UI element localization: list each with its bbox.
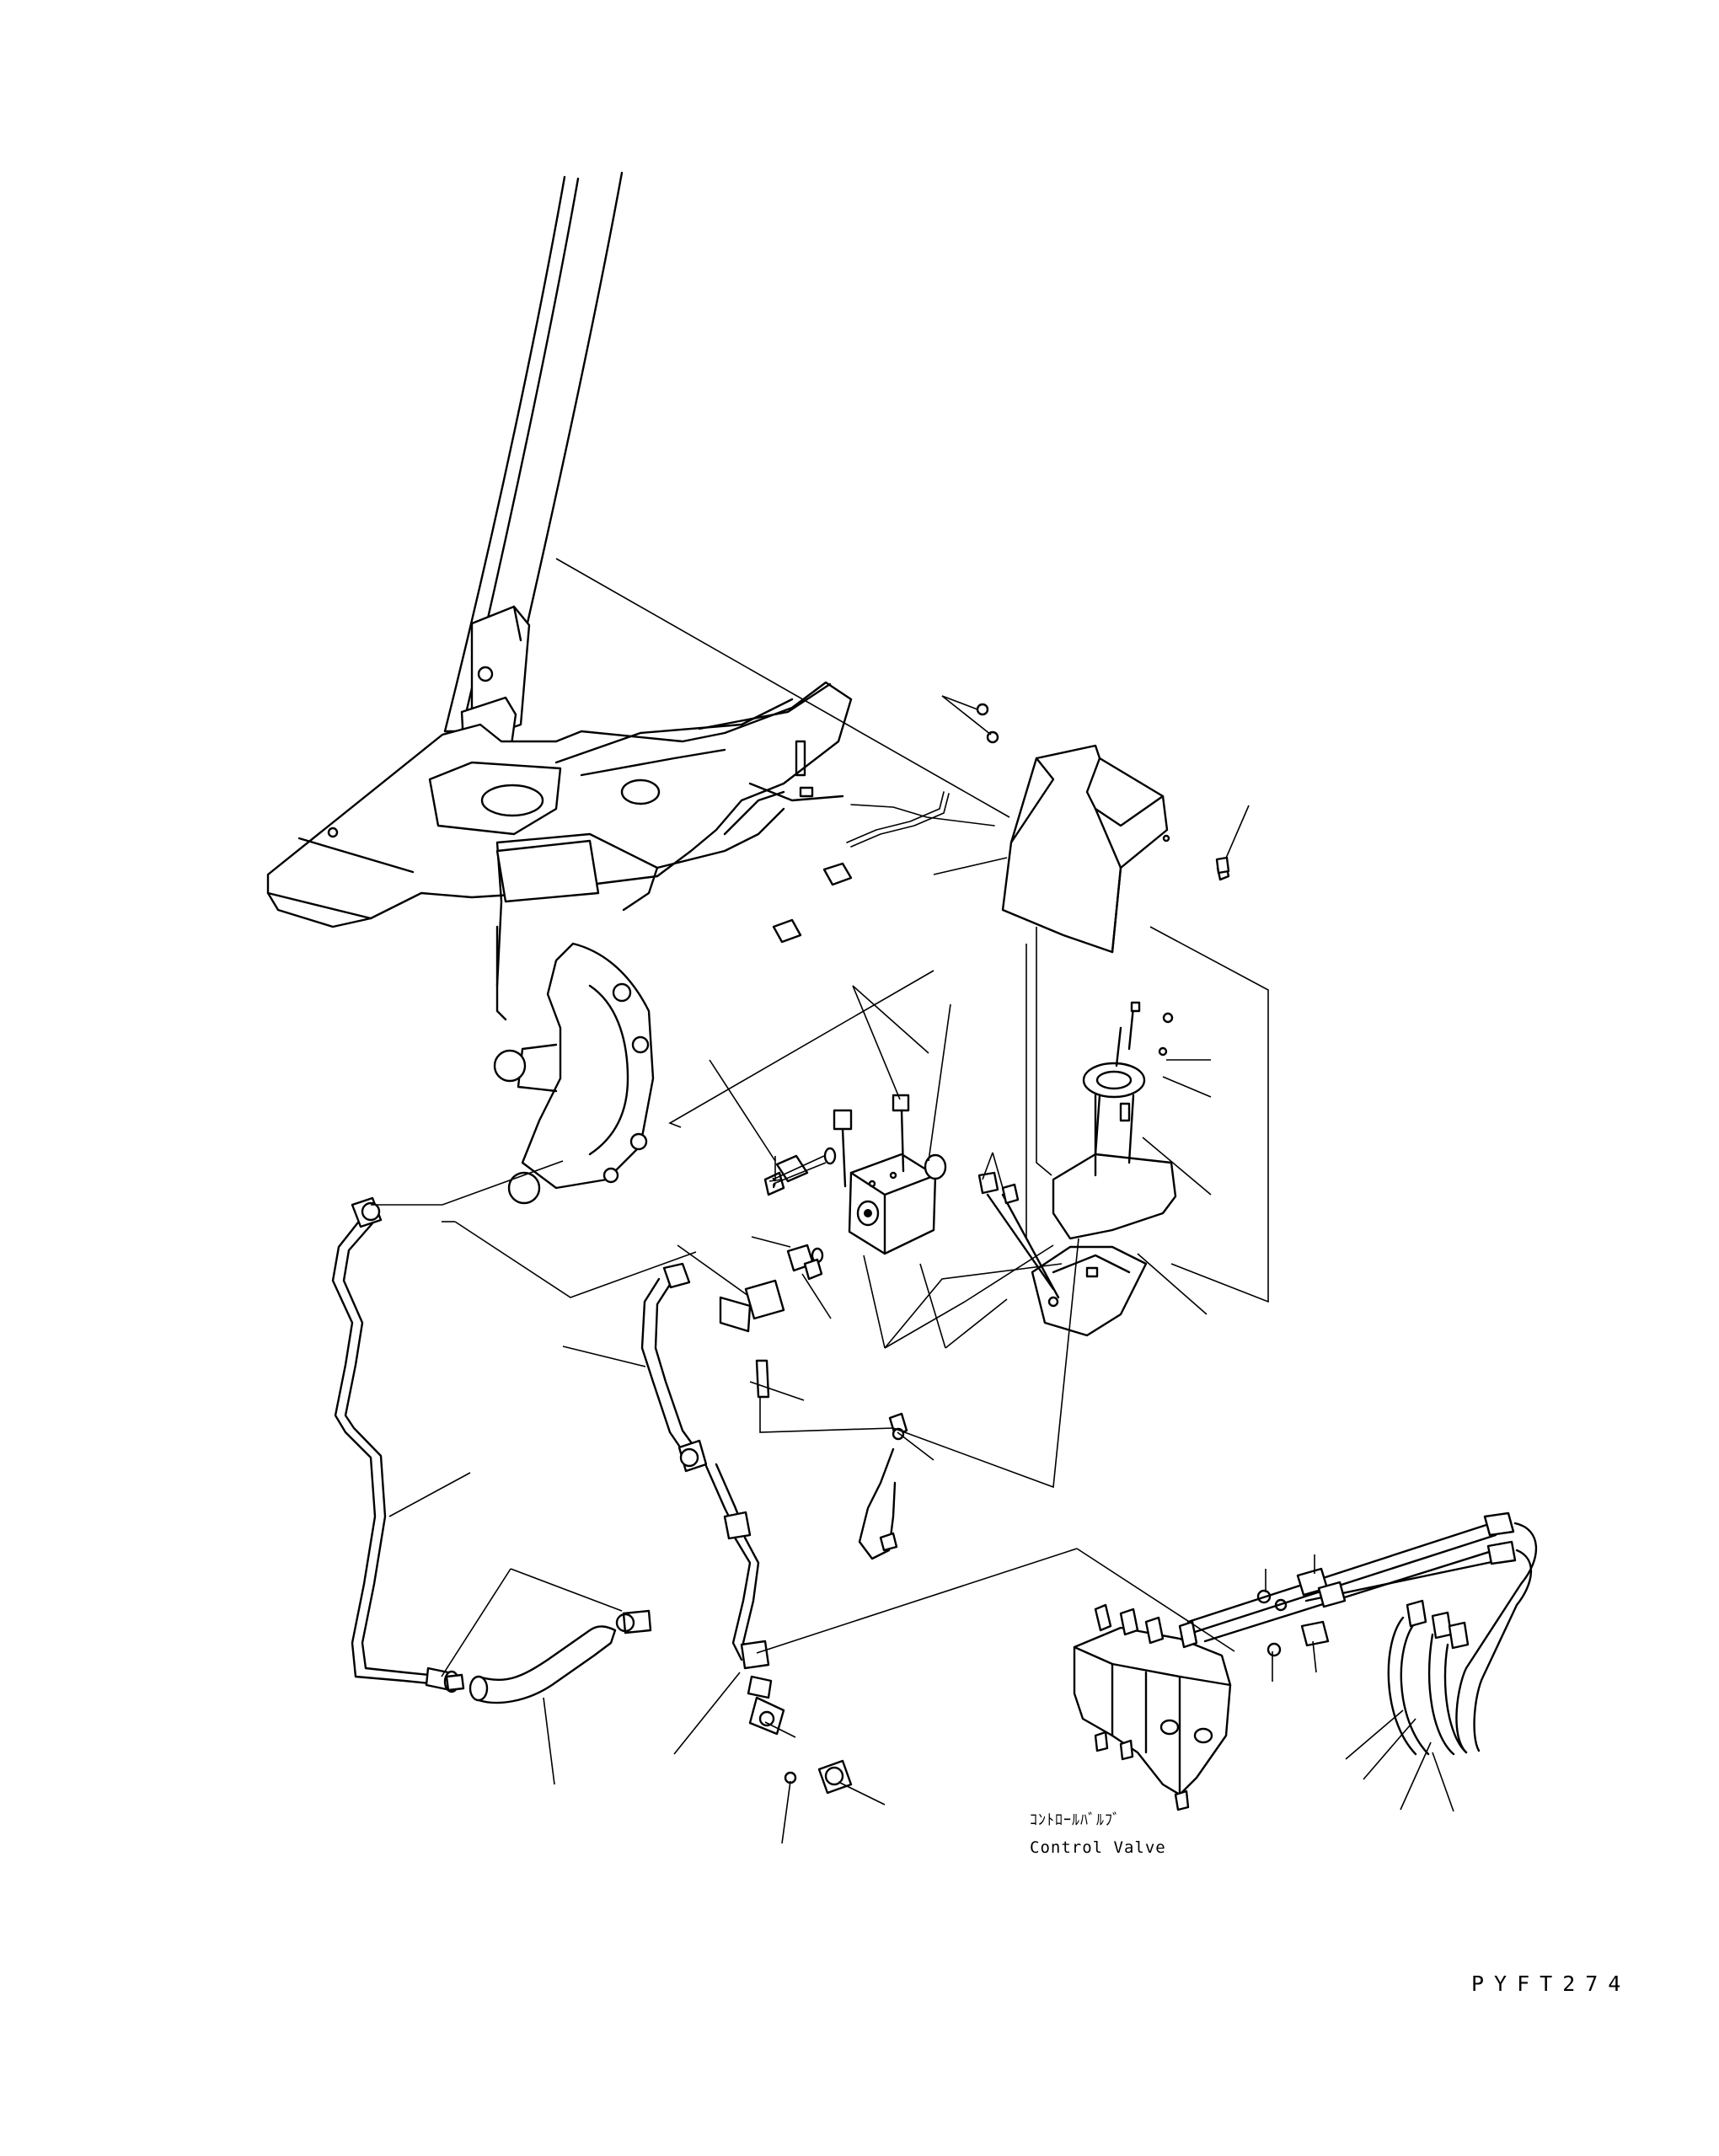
hose-clamp-small	[445, 1673, 465, 1692]
left-hydraulic-tube	[331, 1196, 460, 1693]
leader-lines	[371, 558, 1454, 1844]
floor-frame	[266, 681, 853, 1021]
drain-hose	[469, 1609, 652, 1704]
lower-fittings	[784, 1759, 853, 1795]
pedal-cover	[1001, 744, 1230, 954]
pressure-switch-harness	[858, 1427, 905, 1560]
spacer-blocks	[772, 862, 853, 944]
valve-block-bolts	[833, 1094, 910, 1188]
travel-motor-housing	[493, 942, 655, 1205]
assembly-guide-box	[1026, 926, 1269, 1303]
center-hydraulic-hose	[640, 1262, 785, 1736]
drawing-id: PYFT274	[1471, 1971, 1631, 1996]
control-valve	[1073, 1603, 1232, 1811]
control-valve-label-jp: ｺﾝﾄﾛｰﾙﾊﾞﾙﾌﾞ	[1030, 1811, 1121, 1829]
control-valve-fittings	[1256, 1567, 1347, 1657]
cover-bolts	[976, 703, 999, 744]
small-bolt-right	[1215, 856, 1230, 875]
floor-wire	[846, 791, 995, 848]
valve-block	[848, 1153, 947, 1255]
valve-fittings	[719, 1147, 908, 1436]
control-valve-pipes	[1186, 1511, 1538, 1756]
control-valve-label-en: Control Valve	[1030, 1838, 1166, 1857]
pedal-bolts	[1115, 1001, 1174, 1067]
pedal-bracket	[1031, 1062, 1177, 1337]
